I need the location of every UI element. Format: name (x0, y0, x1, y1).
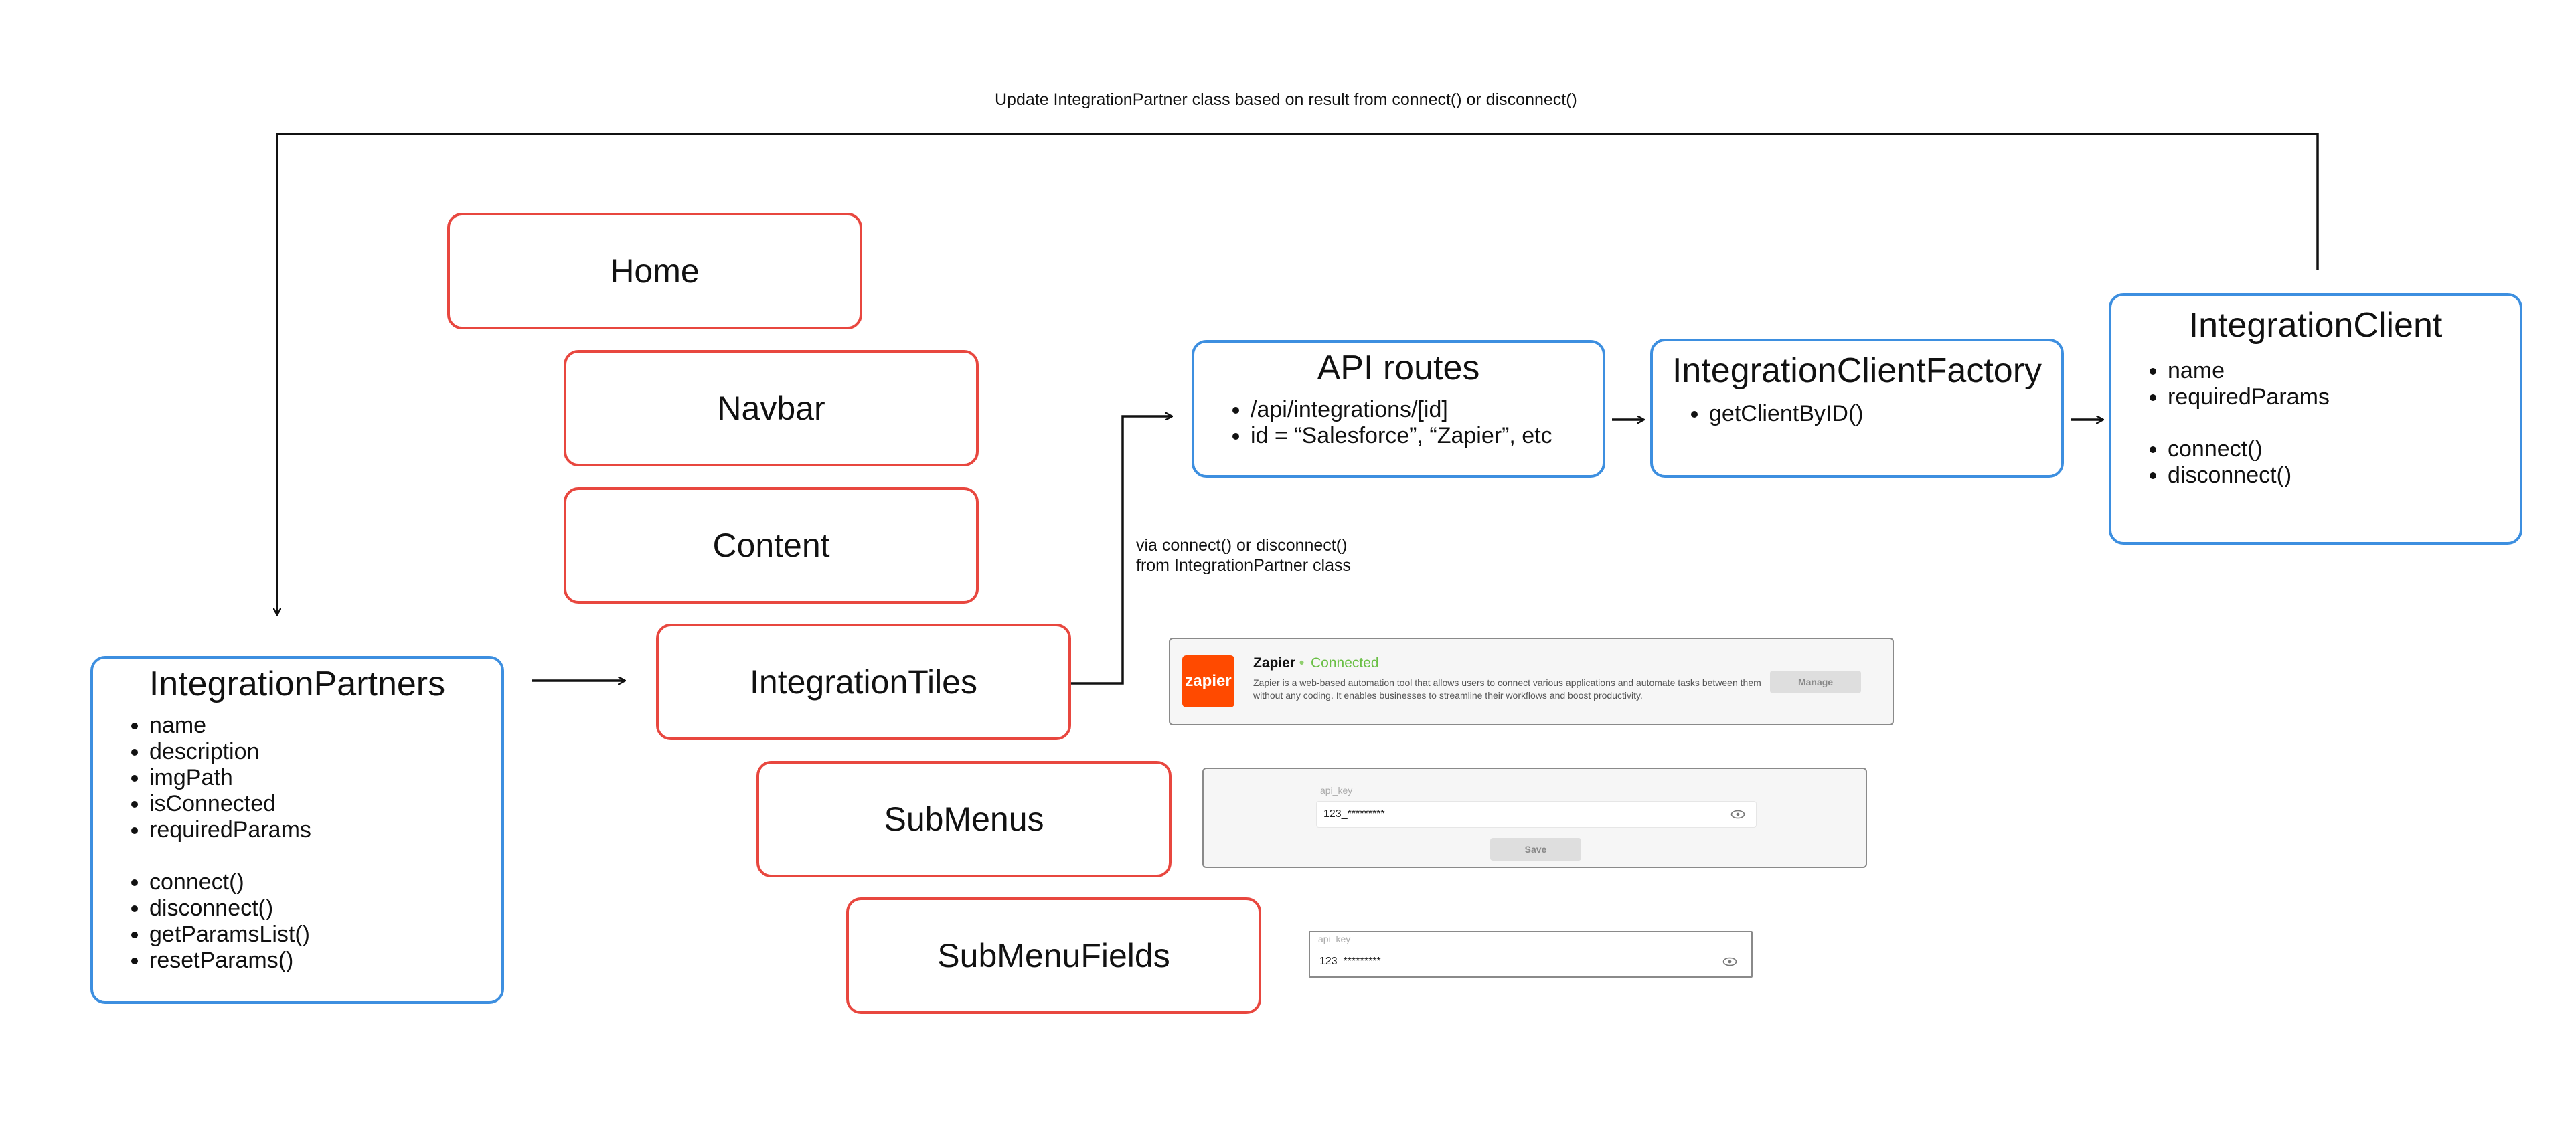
eye-icon[interactable] (1730, 810, 1745, 819)
api-routes-items: /api/integrations/[id] id = “Salesforce”… (1194, 397, 1603, 449)
update-loop-arrow (277, 133, 2319, 614)
subfield-api-key-value: 123_********* (1319, 956, 1381, 967)
component-submenufields: SubMenuFields (846, 897, 1261, 1014)
field-item: isConnected (149, 791, 501, 817)
tile-description: Zapier is a web-based automation tool th… (1253, 677, 1761, 701)
class-integration-client-factory: IntegrationClientFactory getClientByID() (1650, 339, 2064, 478)
class-integration-client-title: IntegrationClient (2188, 306, 2443, 345)
method-item: connect() (2168, 436, 2520, 462)
update-loop-label: Update IntegrationPartner class based on… (995, 90, 1577, 109)
field-item: imgPath (149, 765, 501, 791)
submenu-preview: api_key 123_********* Save (1202, 768, 1867, 868)
tile-separator: • (1299, 655, 1305, 671)
method-item: disconnect() (149, 895, 501, 922)
field-item: requiredParams (2168, 384, 2520, 410)
method-item: connect() (149, 869, 501, 895)
component-submenufields-label: SubMenuFields (937, 937, 1170, 974)
integration-client-methods: connect() disconnect() (2111, 436, 2520, 489)
method-item: disconnect() (2168, 462, 2520, 489)
component-home-label: Home (610, 252, 700, 290)
field-item: name (2168, 358, 2520, 384)
eye-icon[interactable] (1722, 957, 1737, 966)
integration-client-fields: name requiredParams (2111, 358, 2520, 410)
manage-button[interactable]: Manage (1770, 671, 1861, 693)
component-content: Content (564, 487, 979, 604)
component-integration-tiles: IntegrationTiles (656, 624, 1071, 740)
class-integration-partners-title: IntegrationPartners (149, 665, 446, 703)
submenu-api-key-input[interactable]: 123_********* (1316, 801, 1757, 828)
class-integration-client: IntegrationClient name requiredParams co… (2109, 293, 2522, 545)
route-item: id = “Salesforce”, “Zapier”, etc (1251, 423, 1603, 449)
integration-partners-fields: name description imgPath isConnected req… (93, 713, 501, 843)
tile-status-badge: Connected (1311, 655, 1379, 671)
integration-tile-preview: zapier Zapier • Connected Zapier is a we… (1169, 638, 1894, 725)
component-submenus-label: SubMenus (884, 800, 1044, 838)
tile-app-name: Zapier • (1253, 655, 1304, 671)
method-item: getParamsList() (149, 922, 501, 948)
method-item: getClientByID() (1709, 401, 2061, 427)
submenu-field-label: api_key (1320, 785, 1353, 796)
submenu-api-key-value: 123_********* (1323, 808, 1385, 820)
tile-app-name-text: Zapier (1253, 655, 1296, 671)
component-navbar-label: Navbar (717, 389, 825, 427)
save-button[interactable]: Save (1490, 838, 1581, 861)
component-content-label: Content (712, 527, 830, 564)
component-home: Home (447, 213, 862, 329)
route-item: /api/integrations/[id] (1251, 397, 1603, 423)
class-api-routes-title: API routes (1317, 349, 1480, 387)
tiles-to-api-arrow (1071, 416, 1172, 685)
class-client-factory-title: IntegrationClientFactory (1672, 351, 2042, 390)
client-factory-items: getClientByID() (1653, 401, 2061, 427)
zapier-logo: zapier (1182, 655, 1234, 707)
class-api-routes: API routes /api/integrations/[id] id = “… (1192, 340, 1605, 478)
component-submenus: SubMenus (756, 761, 1172, 877)
component-integration-tiles-label: IntegrationTiles (750, 663, 977, 701)
field-item: requiredParams (149, 817, 501, 843)
subfield-api-key-input[interactable]: 123_********* (1313, 948, 1748, 975)
component-navbar: Navbar (564, 350, 979, 466)
via-label-line1: via connect() or disconnect() (1136, 536, 1348, 555)
method-item: resetParams() (149, 948, 501, 974)
subfield-field-label: api_key (1318, 934, 1351, 944)
class-integration-partners: IntegrationPartners name description img… (90, 656, 504, 1004)
integration-partners-methods: connect() disconnect() getParamsList() r… (93, 869, 501, 974)
via-label-line2: from IntegrationPartner class (1136, 556, 1351, 575)
submenu-field-preview: api_key 123_********* (1309, 931, 1753, 978)
field-item: name (149, 713, 501, 739)
field-item: description (149, 739, 501, 765)
